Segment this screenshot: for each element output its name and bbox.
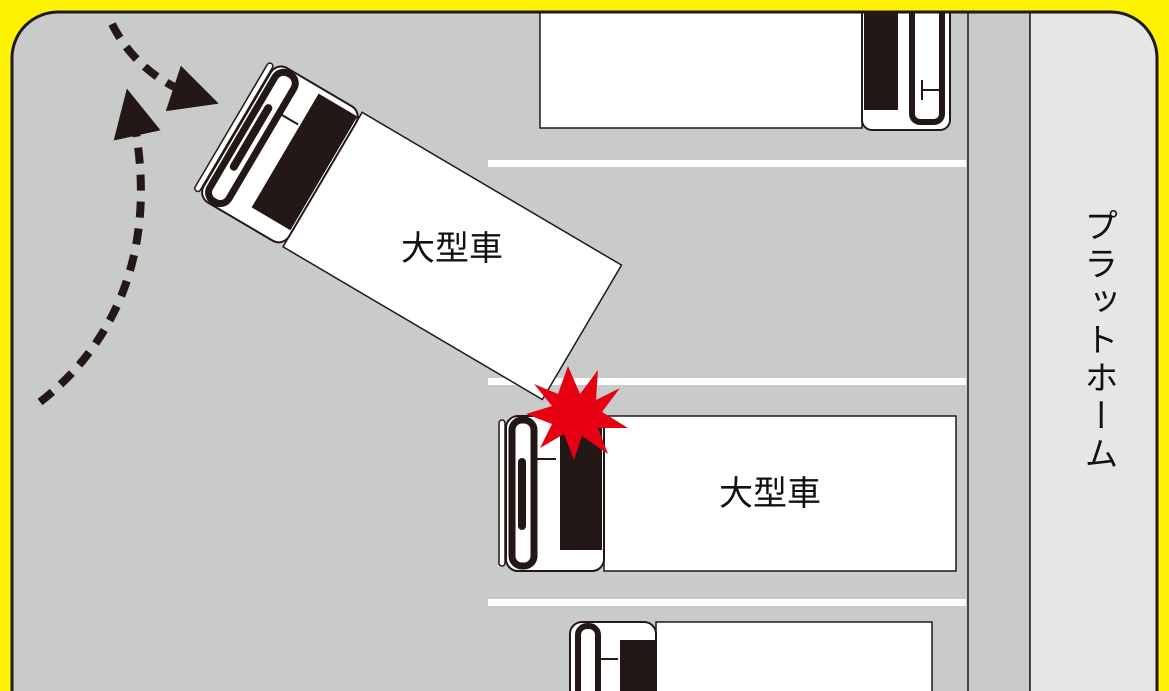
platform-label: プラットホーム (1078, 208, 1118, 474)
lot-border (10, 10, 1159, 691)
parking-line-1 (488, 160, 966, 167)
parked-truck-middle (498, 415, 957, 572)
parked-truck-bottom (569, 621, 933, 691)
parking-line-2 (488, 378, 966, 385)
parking-line-3 (488, 599, 966, 606)
moving-truck (194, 62, 623, 401)
collision-burst-icon (526, 366, 628, 460)
dashed-curved-arrow-top (108, 22, 219, 112)
moving-truck-label: 大型車 (401, 229, 503, 269)
platform-curb (967, 12, 1031, 691)
parked-truck-label: 大型車 (719, 474, 821, 514)
dashed-curved-arrow-left (37, 88, 161, 406)
platform-area (1029, 12, 1157, 691)
parked-truck-top (539, 12, 951, 131)
